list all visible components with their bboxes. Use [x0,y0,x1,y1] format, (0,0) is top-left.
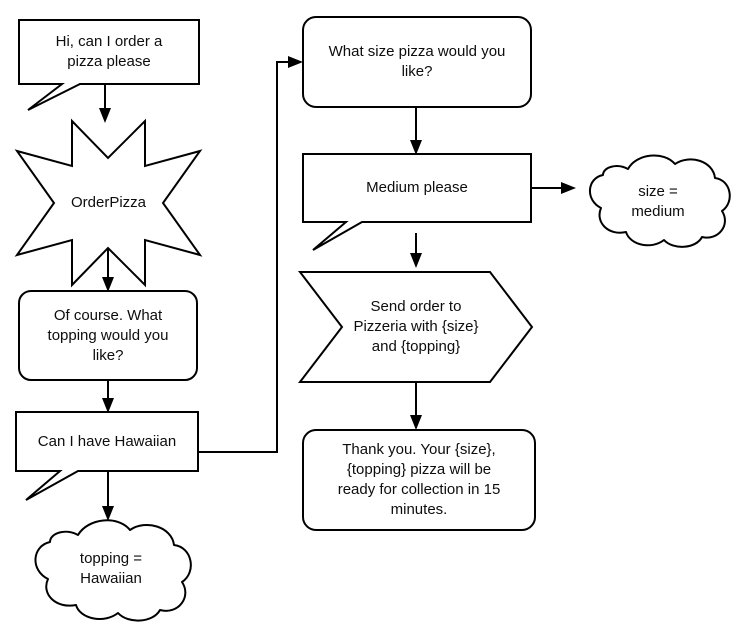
node-order-pizza-intent-shape [14,118,203,288]
connector-send-order-to-confirmation-arrowhead [410,415,422,430]
node-user-order-request-shape [18,19,200,111]
connector-topping-answer-to-ask-size-arrowhead [288,56,303,68]
node-topping-variable-shape [34,519,192,622]
connector-ask-topping-to-answer-arrowhead [102,398,114,413]
node-send-order-shape [297,271,534,383]
connector-answer-to-topping-variable-arrowhead [102,506,114,521]
connector-size-answer-to-send-order-arrowhead [410,253,422,268]
node-size-variable-shape [589,154,731,248]
connector-ask-size-to-size-answer-arrowhead [410,140,422,155]
connector-order-request-to-intent-arrowhead [99,108,111,123]
node-user-topping-answer-shape [15,411,199,501]
connector-intent-to-ask-topping-arrowhead [102,277,114,292]
node-bot-confirmation-shape [302,429,536,531]
connector-size-answer-to-size-variable-arrowhead [561,182,576,194]
connector-topping-answer-to-ask-size [198,61,293,453]
node-bot-ask-size-shape [302,16,532,108]
node-user-size-answer-shape [302,153,532,251]
node-bot-ask-topping-shape [18,290,198,381]
